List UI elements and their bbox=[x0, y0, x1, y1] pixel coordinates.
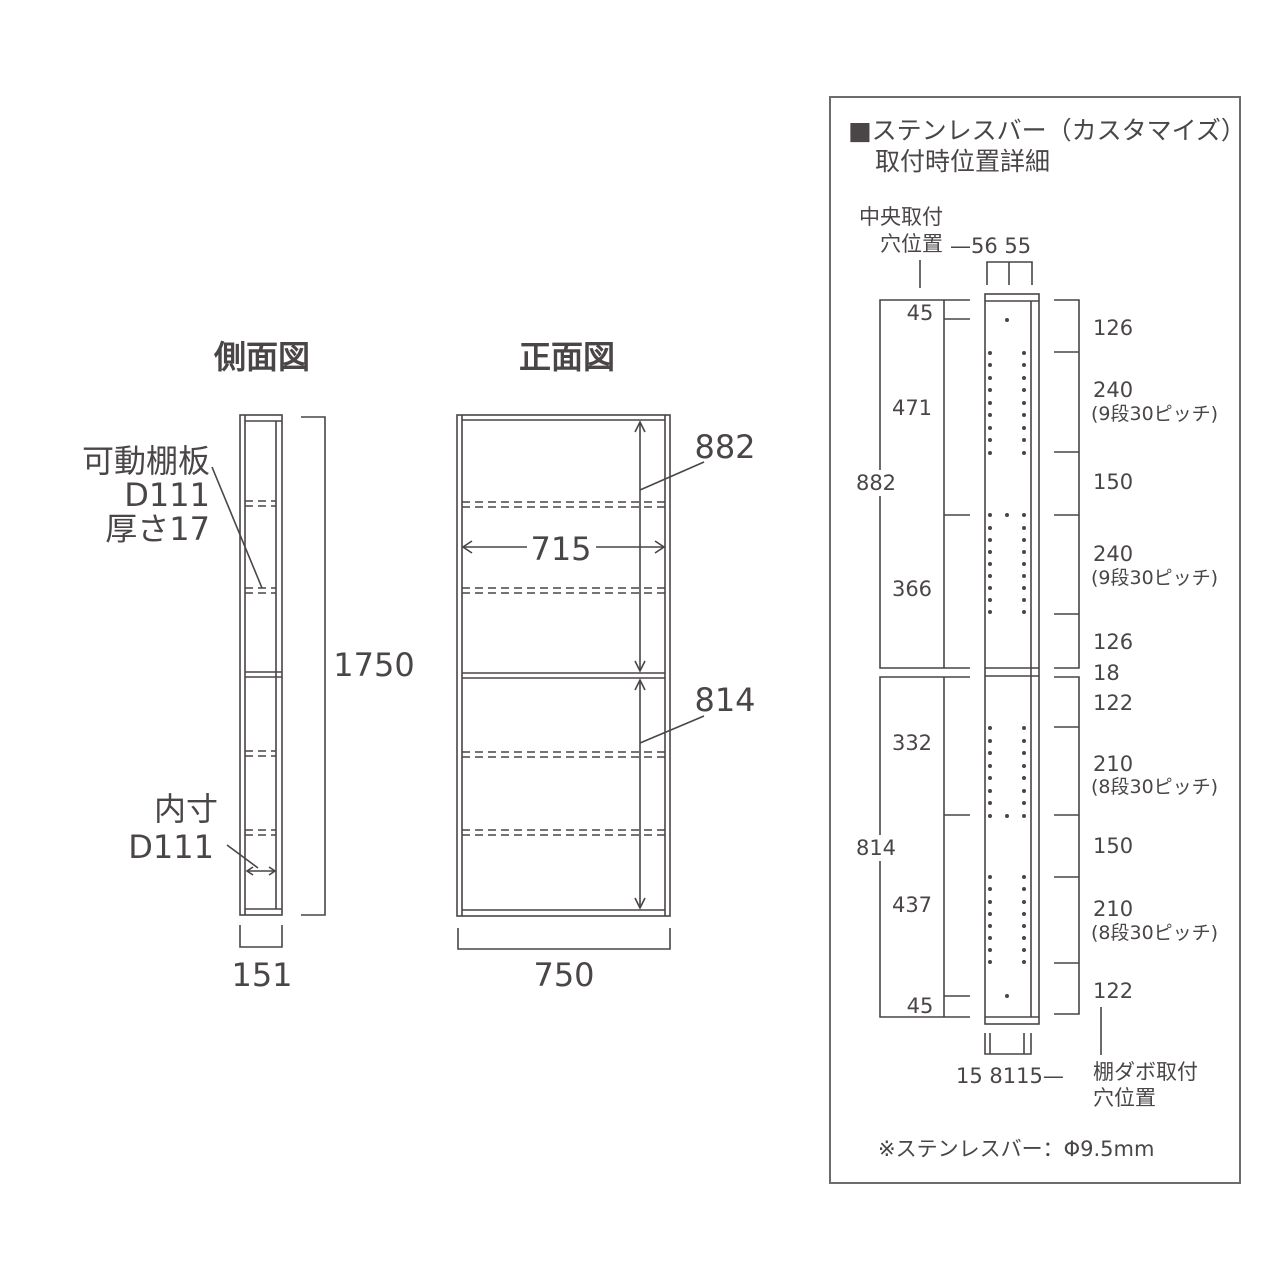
movable-shelf-thickness: 厚さ17 bbox=[105, 510, 210, 548]
right-dim-2: 240 bbox=[1093, 378, 1133, 402]
right-dim-5: 126 bbox=[1093, 630, 1133, 654]
front-body-outline bbox=[456, 414, 671, 917]
shelf-leader-line bbox=[211, 466, 263, 589]
upper-b: 366 bbox=[892, 577, 932, 601]
right-dim-3: 150 bbox=[1093, 470, 1133, 494]
detail-panel-border bbox=[829, 96, 1241, 1184]
center-hole-label-2: 穴位置 bbox=[880, 232, 943, 256]
side-depth-dimension-line bbox=[239, 925, 283, 948]
lower-a: 332 bbox=[892, 731, 932, 755]
front-view-title: 正面図 bbox=[519, 338, 615, 376]
side-depth-value: 151 bbox=[231, 956, 292, 994]
front-width-value: 750 bbox=[533, 956, 594, 994]
footnote: ※ステンレスバー：Φ9.5mm bbox=[878, 1137, 1154, 1161]
right-dim-2-note: (9段30ピッチ) bbox=[1091, 403, 1218, 425]
lower-bottom-offset: 45 bbox=[907, 994, 934, 1018]
right-dim-8-note: (8段30ピッチ) bbox=[1091, 776, 1218, 798]
side-movable-shelves bbox=[245, 500, 276, 836]
right-dim-8: 210 bbox=[1093, 752, 1133, 776]
lower-b: 437 bbox=[892, 893, 932, 917]
bar-side-panel bbox=[984, 293, 1040, 1025]
front-width-dimension-line bbox=[457, 928, 671, 950]
detail-title-line1: ■ステンレスバー（カスタマイズ） bbox=[848, 116, 1246, 145]
right-dim-11: 122 bbox=[1093, 979, 1133, 1003]
front-upper-height: 882 bbox=[694, 428, 755, 466]
right-dim-4-note: (9段30ピッチ) bbox=[1091, 567, 1218, 589]
upper-total: 882 bbox=[856, 471, 896, 495]
inner-depth-value: D111 bbox=[128, 828, 214, 866]
bottom-widths: 15 8115— bbox=[956, 1064, 1064, 1088]
dowel-hole-label-2: 穴位置 bbox=[1093, 1086, 1156, 1110]
lower-total: 814 bbox=[856, 836, 896, 860]
right-dim-10-note: (8段30ピッチ) bbox=[1091, 922, 1218, 944]
detail-title-line2: 取付時位置詳細 bbox=[875, 147, 1050, 176]
inner-depth-label: 内寸 bbox=[154, 790, 218, 828]
right-dim-4: 240 bbox=[1093, 542, 1133, 566]
right-dim-6: 18 bbox=[1093, 661, 1120, 685]
dowel-hole-label-1: 棚ダボ取付 bbox=[1093, 1060, 1198, 1084]
front-inner-width: 715 bbox=[530, 530, 591, 568]
center-widths: —56 55 bbox=[950, 234, 1031, 258]
front-movable-shelves bbox=[462, 501, 665, 836]
side-height-dimension-line bbox=[301, 416, 326, 916]
side-body-outline bbox=[239, 414, 283, 916]
movable-shelf-depth: D111 bbox=[124, 476, 210, 514]
front-lower-height: 814 bbox=[694, 681, 755, 719]
front-view: 正面図 715 882 814 bbox=[456, 338, 756, 994]
movable-shelf-label: 可動棚板 bbox=[82, 442, 210, 480]
right-dim-7: 122 bbox=[1093, 691, 1133, 715]
upper-top-offset: 45 bbox=[907, 301, 934, 325]
right-dim-10: 210 bbox=[1093, 897, 1133, 921]
side-view: 側面図 1750 151 可動棚板 D111 厚さ17 内寸 D111 bbox=[82, 338, 415, 994]
side-view-title: 側面図 bbox=[213, 338, 310, 376]
side-height-value: 1750 bbox=[333, 646, 414, 684]
right-dim-9: 150 bbox=[1093, 834, 1133, 858]
right-dimension-lines bbox=[1054, 299, 1080, 1015]
upper-a: 471 bbox=[892, 396, 932, 420]
center-hole-label-1: 中央取付 bbox=[859, 205, 943, 229]
stainless-bar-detail-panel: ■ステンレスバー（カスタマイズ） 取付時位置詳細 中央取付 穴位置 —56 55… bbox=[829, 96, 1246, 1184]
right-dim-1: 126 bbox=[1093, 316, 1133, 340]
inner-depth-leader-line bbox=[226, 844, 259, 869]
